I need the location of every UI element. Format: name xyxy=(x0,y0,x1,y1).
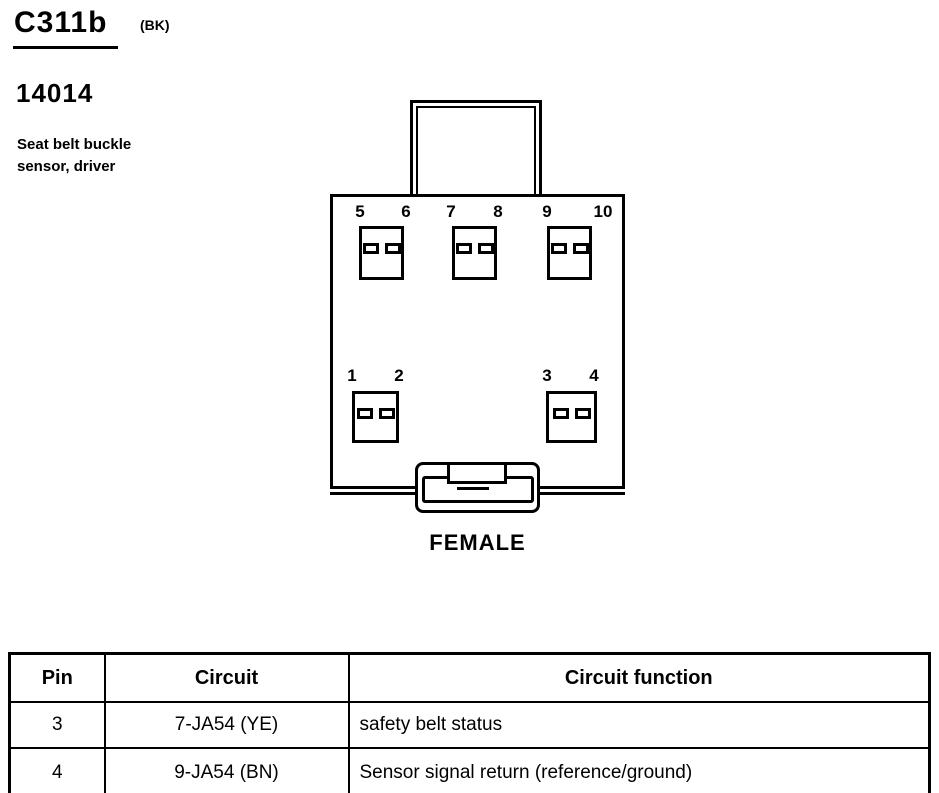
pin-slot xyxy=(362,243,379,254)
table-row: 4 9-JA54 (BN) Sensor signal return (refe… xyxy=(8,747,931,793)
pin-cavity-block-1-2 xyxy=(352,391,399,443)
component-description: Seat belt buckle sensor, driver xyxy=(17,134,131,178)
pin-slot xyxy=(477,243,494,254)
circuit-cell: 9-JA54 (BN) xyxy=(103,747,350,793)
pin-cavity-block-7-8 xyxy=(452,226,497,280)
pin-number: 9 xyxy=(542,202,552,221)
function-cell: safety belt status xyxy=(347,701,931,749)
connector-id-title: C311b xyxy=(14,6,108,39)
part-number: 14014 xyxy=(16,78,94,108)
pin-slot xyxy=(552,408,569,419)
pin-number: 4 xyxy=(589,366,599,385)
pin-number: 6 xyxy=(401,202,411,221)
pin-number: 5 xyxy=(355,202,365,221)
pin-number: 8 xyxy=(493,202,503,221)
column-header-circuit-function: Circuit function xyxy=(347,652,931,703)
pin-cell: 3 xyxy=(8,701,106,749)
latch-tab xyxy=(447,462,507,484)
latch-dash xyxy=(457,487,489,490)
pin-slot xyxy=(455,243,472,254)
connector-color-code: (BK) xyxy=(140,17,170,33)
pin-slot xyxy=(572,243,589,254)
pin-slot xyxy=(384,243,401,254)
pin-cavity-block-3-4 xyxy=(546,391,597,443)
gender-label: FEMALE xyxy=(429,530,526,555)
pin-number: 2 xyxy=(394,366,404,385)
pin-number: 1 xyxy=(347,366,357,385)
pin-number: 10 xyxy=(593,202,613,221)
pin-slot xyxy=(378,408,395,419)
pin-slot xyxy=(574,408,591,419)
table-row: 3 7-JA54 (YE) safety belt status xyxy=(8,701,931,749)
pin-cavity-block-5-6 xyxy=(359,226,404,280)
column-header-pin: Pin xyxy=(8,652,106,703)
pin-number: 3 xyxy=(542,366,552,385)
pin-slot xyxy=(550,243,567,254)
table-header-row: Pin Circuit Circuit function xyxy=(8,652,931,703)
pinout-table: Pin Circuit Circuit function 3 7-JA54 (Y… xyxy=(8,652,931,793)
description-line-2: sensor, driver xyxy=(17,158,116,175)
pin-cavity-block-9-10 xyxy=(547,226,592,280)
description-line-1: Seat belt buckle xyxy=(17,136,132,153)
mating-tab-inner xyxy=(416,106,536,197)
circuit-cell: 7-JA54 (YE) xyxy=(103,701,350,749)
function-cell: Sensor signal return (reference/ground) xyxy=(347,747,931,793)
column-header-circuit: Circuit xyxy=(103,652,350,703)
connector-id-underline xyxy=(13,46,118,49)
pin-slot xyxy=(356,408,373,419)
pin-number: 7 xyxy=(446,202,456,221)
pin-cell: 4 xyxy=(8,747,106,793)
mating-tab-outer xyxy=(410,100,542,197)
